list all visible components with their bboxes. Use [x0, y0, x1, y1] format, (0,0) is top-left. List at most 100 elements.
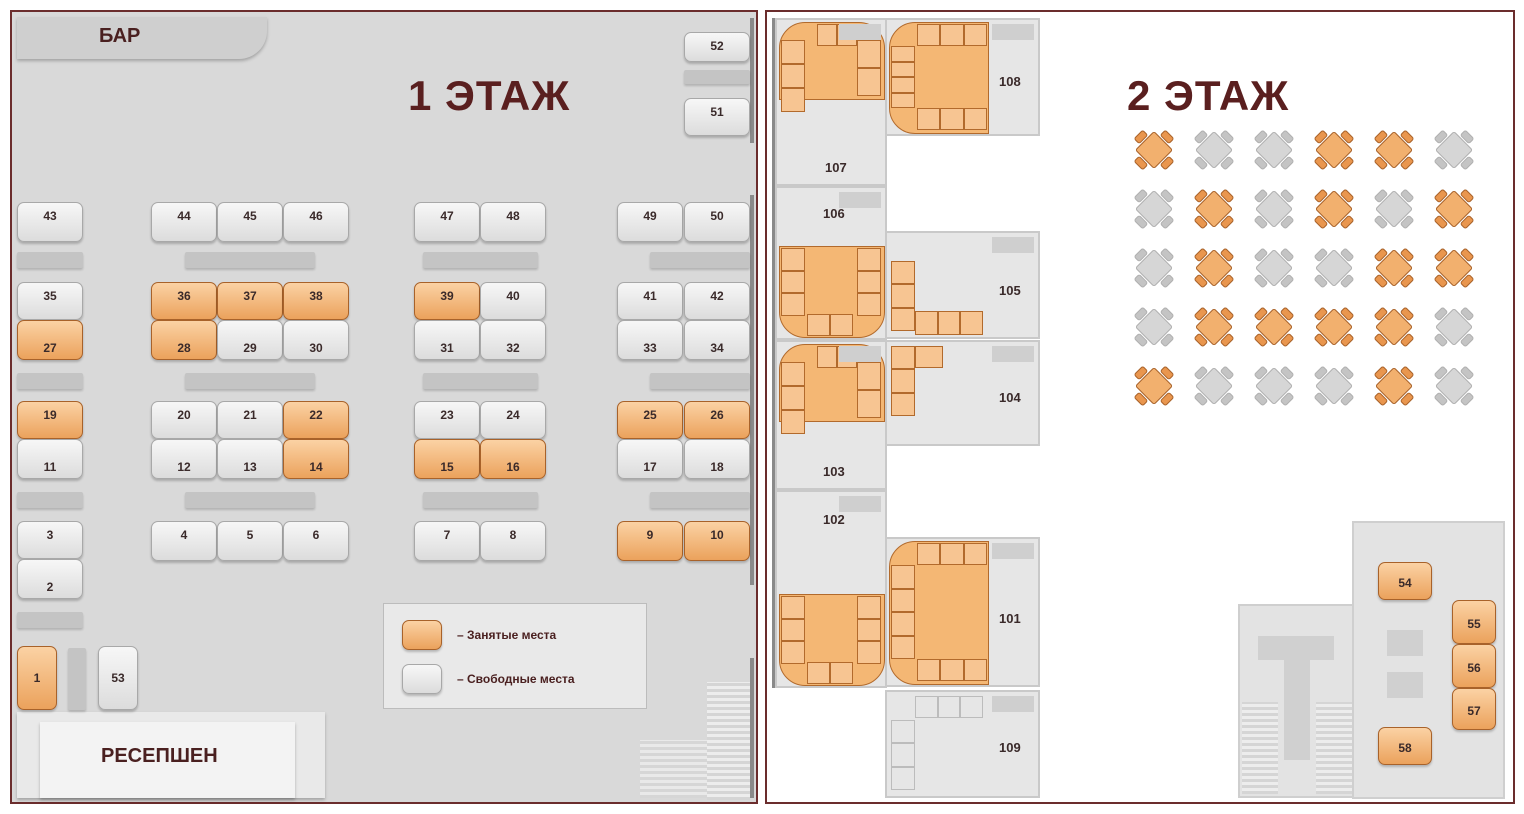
table-2-5[interactable]: [1370, 185, 1418, 233]
seat-25[interactable]: 25: [617, 401, 683, 439]
seat-58[interactable]: 58: [1378, 727, 1432, 765]
seat-28[interactable]: 28: [151, 320, 217, 360]
seat-50[interactable]: 50: [684, 202, 750, 242]
table-2-1[interactable]: [1130, 185, 1178, 233]
seat-38[interactable]: 38: [283, 282, 349, 320]
seat-5[interactable]: 5: [217, 521, 283, 561]
table-1-5[interactable]: [1370, 126, 1418, 174]
seat-34[interactable]: 34: [684, 320, 750, 360]
room-103[interactable]: 103: [775, 340, 887, 490]
seat-35[interactable]: 35: [17, 282, 83, 320]
bench: [650, 492, 750, 508]
table-2-3[interactable]: [1250, 185, 1298, 233]
seat-7[interactable]: 7: [414, 521, 480, 561]
seat-23[interactable]: 23: [414, 401, 480, 439]
seat-4[interactable]: 4: [151, 521, 217, 561]
seat-19[interactable]: 19: [17, 401, 83, 439]
seat-27[interactable]: 27: [17, 320, 83, 360]
seat-33[interactable]: 33: [617, 320, 683, 360]
seat-52[interactable]: 52: [684, 32, 750, 62]
seat-40[interactable]: 40: [480, 282, 546, 320]
room-104[interactable]: 104: [885, 340, 1040, 446]
seat-11[interactable]: 11: [17, 439, 83, 479]
seat-44[interactable]: 44: [151, 202, 217, 242]
room-108[interactable]: 108: [885, 18, 1040, 136]
room-106[interactable]: 106: [775, 186, 887, 340]
seat-46[interactable]: 46: [283, 202, 349, 242]
seat-48[interactable]: 48: [480, 202, 546, 242]
seat-42[interactable]: 42: [684, 282, 750, 320]
table-3-6[interactable]: [1430, 244, 1478, 292]
legend-free-label: – Свободные места: [457, 672, 575, 686]
seat-14[interactable]: 14: [283, 439, 349, 479]
seat-56[interactable]: 56: [1452, 644, 1496, 688]
table-4-6[interactable]: [1430, 303, 1478, 351]
seat-22[interactable]: 22: [283, 401, 349, 439]
table-5-5[interactable]: [1370, 362, 1418, 410]
room-101[interactable]: 101: [885, 537, 1040, 687]
seat-47[interactable]: 47: [414, 202, 480, 242]
seat-number: 47: [440, 209, 454, 223]
seat-21[interactable]: 21: [217, 401, 283, 439]
seat-43[interactable]: 43: [17, 202, 83, 242]
seat-49[interactable]: 49: [617, 202, 683, 242]
table-4-1[interactable]: [1130, 303, 1178, 351]
seat-13[interactable]: 13: [217, 439, 283, 479]
room-109[interactable]: 109: [885, 690, 1040, 798]
table-1-1[interactable]: [1130, 126, 1178, 174]
seat-18[interactable]: 18: [684, 439, 750, 479]
seat-1[interactable]: 1: [17, 646, 57, 710]
seat-45[interactable]: 45: [217, 202, 283, 242]
seat-51[interactable]: 51: [684, 98, 750, 136]
seat-36[interactable]: 36: [151, 282, 217, 320]
table-5-6[interactable]: [1430, 362, 1478, 410]
seat-8[interactable]: 8: [480, 521, 546, 561]
table-1-6[interactable]: [1430, 126, 1478, 174]
seat-41[interactable]: 41: [617, 282, 683, 320]
table-4-2[interactable]: [1190, 303, 1238, 351]
table-3-5[interactable]: [1370, 244, 1418, 292]
seat-37[interactable]: 37: [217, 282, 283, 320]
seat-12[interactable]: 12: [151, 439, 217, 479]
seat-29[interactable]: 29: [217, 320, 283, 360]
seat-57[interactable]: 57: [1452, 688, 1496, 730]
table-2-6[interactable]: [1430, 185, 1478, 233]
seat-9[interactable]: 9: [617, 521, 683, 561]
seat-16[interactable]: 16: [480, 439, 546, 479]
table-4-5[interactable]: [1370, 303, 1418, 351]
seat-20[interactable]: 20: [151, 401, 217, 439]
table-3-4[interactable]: [1310, 244, 1358, 292]
table-2-2[interactable]: [1190, 185, 1238, 233]
table-4-4[interactable]: [1310, 303, 1358, 351]
table-3-3[interactable]: [1250, 244, 1298, 292]
seat-55[interactable]: 55: [1452, 600, 1496, 644]
room-102[interactable]: 102: [775, 490, 887, 688]
room-105[interactable]: 105: [885, 231, 1040, 339]
table-5-2[interactable]: [1190, 362, 1238, 410]
table-5-4[interactable]: [1310, 362, 1358, 410]
seat-24[interactable]: 24: [480, 401, 546, 439]
seat-39[interactable]: 39: [414, 282, 480, 320]
seat-3[interactable]: 3: [17, 521, 83, 559]
seat-17[interactable]: 17: [617, 439, 683, 479]
table-3-2[interactable]: [1190, 244, 1238, 292]
table-1-3[interactable]: [1250, 126, 1298, 174]
seat-10[interactable]: 10: [684, 521, 750, 561]
seat-30[interactable]: 30: [283, 320, 349, 360]
seat-15[interactable]: 15: [414, 439, 480, 479]
table-1-2[interactable]: [1190, 126, 1238, 174]
table-4-3[interactable]: [1250, 303, 1298, 351]
table-1-4[interactable]: [1310, 126, 1358, 174]
seat-2[interactable]: 2: [17, 559, 83, 599]
table-2-4[interactable]: [1310, 185, 1358, 233]
table-5-3[interactable]: [1250, 362, 1298, 410]
seat-26[interactable]: 26: [684, 401, 750, 439]
seat-53[interactable]: 53: [98, 646, 138, 710]
table-5-1[interactable]: [1130, 362, 1178, 410]
seat-32[interactable]: 32: [480, 320, 546, 360]
room-107[interactable]: 107: [775, 18, 887, 186]
seat-31[interactable]: 31: [414, 320, 480, 360]
seat-54[interactable]: 54: [1378, 562, 1432, 600]
table-3-1[interactable]: [1130, 244, 1178, 292]
seat-6[interactable]: 6: [283, 521, 349, 561]
